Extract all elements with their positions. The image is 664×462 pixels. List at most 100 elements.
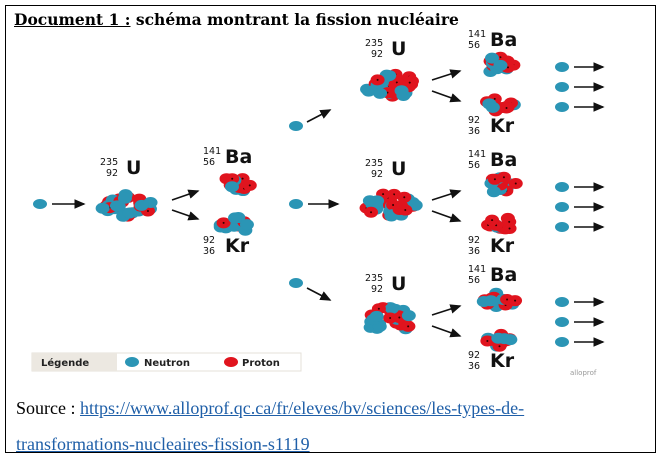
barium-nucleus xyxy=(476,287,523,312)
element-symbol: Kr xyxy=(225,235,250,257)
element-symbol: Kr xyxy=(490,350,515,372)
proton-plus-icon xyxy=(241,177,244,180)
krypton-nucleus xyxy=(480,328,518,352)
proton-plus-icon xyxy=(377,307,380,310)
element-symbol: Ba xyxy=(225,146,252,168)
mass-number: 92 xyxy=(468,115,480,126)
mass-number: 141 xyxy=(468,29,486,40)
proton-plus-icon xyxy=(222,221,225,224)
source-link[interactable]: https://www.alloprof.qc.ca/fr/eleves/bv/… xyxy=(16,398,525,454)
barium-nucleus xyxy=(483,51,521,77)
proton-plus-icon xyxy=(498,345,501,348)
proton-plus-icon xyxy=(514,182,517,185)
arrow-icon xyxy=(306,287,332,301)
element-symbol: Ba xyxy=(490,29,517,51)
neutron-particle xyxy=(122,207,137,219)
neutron-particle xyxy=(382,70,397,82)
barium-nucleus xyxy=(484,171,523,198)
neutron-particle xyxy=(369,310,384,322)
neutron-particle xyxy=(239,219,254,231)
proton-plus-icon xyxy=(395,81,398,84)
element-symbol: U xyxy=(391,38,406,60)
mass-number: 92 xyxy=(468,350,480,361)
arrow-icon xyxy=(431,90,462,103)
krypton-nucleus xyxy=(481,212,517,235)
arrow-icon xyxy=(171,189,200,201)
legend-title-bg xyxy=(32,353,117,371)
atomic-number: 56 xyxy=(468,160,480,171)
legend-neutron-label: Neutron xyxy=(144,358,190,369)
uranium-nucleus xyxy=(95,189,158,222)
atomic-number: 56 xyxy=(468,40,480,51)
krypton-nucleus xyxy=(480,93,521,117)
proton-plus-icon xyxy=(491,219,494,222)
mass-number: 141 xyxy=(203,146,221,157)
atomic-number: 36 xyxy=(203,246,215,257)
alloprof-watermark: alloprof xyxy=(570,369,597,377)
neutron-particle xyxy=(555,62,569,72)
mass-number: 235 xyxy=(365,158,383,169)
neutron-particle xyxy=(134,199,149,211)
neutron-particle xyxy=(486,186,501,198)
neutron-particle xyxy=(373,87,388,99)
uranium-nucleus xyxy=(360,68,419,102)
neutron-particle xyxy=(109,200,124,212)
neutron-particle xyxy=(485,52,500,64)
proton-plus-icon xyxy=(506,66,509,69)
neutron-particle xyxy=(555,182,569,192)
atomic-number: 92 xyxy=(371,49,383,60)
document-title: Document 1 : schéma montrant la fission … xyxy=(14,10,459,29)
proton-plus-icon xyxy=(508,220,511,223)
neutron-particle xyxy=(555,317,569,327)
element-symbol: Kr xyxy=(490,115,515,137)
atomic-number: 56 xyxy=(203,157,215,168)
atomic-number: 36 xyxy=(468,246,480,257)
arrow-icon xyxy=(306,109,332,123)
proton-plus-icon xyxy=(392,203,395,206)
neutron-particle xyxy=(401,310,416,322)
barium-nucleus xyxy=(219,173,257,197)
mass-number: 141 xyxy=(468,264,486,275)
atomic-number: 36 xyxy=(468,126,480,137)
proton-plus-icon xyxy=(506,298,509,301)
neutron-particle xyxy=(289,199,303,209)
proton-plus-icon xyxy=(398,316,401,319)
arrow-icon xyxy=(171,209,200,221)
uranium-nucleus xyxy=(363,302,416,335)
neutron-particle xyxy=(555,337,569,347)
proton-plus-icon xyxy=(146,210,149,213)
neutron-particle xyxy=(362,195,377,207)
neutron-particle xyxy=(33,199,47,209)
neutron-particle xyxy=(485,101,500,113)
neutron-particle xyxy=(95,202,110,214)
neutron-particle xyxy=(555,222,569,232)
atomic-number: 56 xyxy=(468,275,480,286)
neutron-particle xyxy=(491,332,506,344)
mass-number: 92 xyxy=(203,235,215,246)
atomic-number: 92 xyxy=(106,168,118,179)
neutron-particle xyxy=(289,278,303,288)
document-number: Document 1 : xyxy=(14,10,131,29)
proton-plus-icon xyxy=(389,316,392,319)
element-symbol: U xyxy=(391,273,406,295)
arrow-icon xyxy=(431,210,462,223)
neutron-particle xyxy=(289,121,303,131)
neutron-particle xyxy=(384,302,399,314)
neutron-particle xyxy=(228,212,243,224)
mass-number: 235 xyxy=(100,157,118,168)
atomic-number: 92 xyxy=(371,284,383,295)
arrow-icon xyxy=(431,325,462,338)
legend-proton-label: Proton xyxy=(242,358,280,369)
proton-legend-icon xyxy=(224,357,238,367)
proton-plus-icon xyxy=(514,299,517,302)
